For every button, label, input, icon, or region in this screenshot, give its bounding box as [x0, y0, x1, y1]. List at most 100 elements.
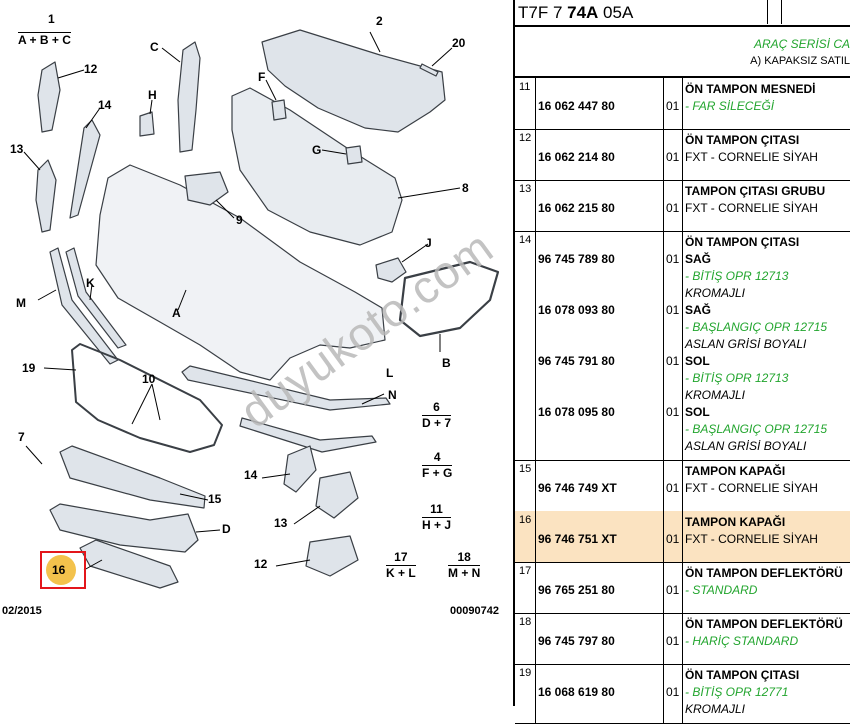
part-16-lower: [79, 539, 179, 589]
combo-18-number: 18: [448, 550, 481, 566]
combo-18-parts: M + N: [448, 566, 481, 580]
part-F-clip: [271, 99, 287, 121]
callout-D: D: [222, 522, 231, 536]
callout-14-upper: 14: [98, 98, 112, 112]
combo-17-number: 17: [386, 550, 416, 566]
description: TAMPON KAPAĞI: [685, 464, 786, 478]
callout-2: 2: [376, 14, 383, 28]
part-B-frame: [398, 260, 500, 338]
column-divider: [663, 78, 664, 129]
column-divider: [535, 511, 536, 562]
description: FXT - CORNELIE SİYAH: [685, 150, 818, 164]
series-subtitle: A) KAPAKSIZ SATIL: [750, 55, 850, 67]
description: ÖN TAMPON DEFLEKTÖRÜ: [685, 617, 843, 631]
column-divider: [682, 231, 683, 460]
description: - BAŞLANGIÇ OPR 12715: [685, 320, 828, 334]
description: ÖN TAMPON ÇITASI: [685, 668, 800, 682]
callout-14-lower: 14: [244, 468, 258, 482]
series-title: ARAÇ SERİSİ CA: [753, 37, 850, 51]
description: - BİTİŞ OPR 12713: [685, 269, 789, 283]
description: ÖN TAMPON ÇITASI: [685, 133, 800, 147]
row-index: 15: [519, 463, 532, 475]
column-divider: [535, 231, 536, 460]
part-19-frame: [71, 343, 223, 453]
column-divider: [663, 231, 664, 460]
description: - BAŞLANGIÇ OPR 12715: [685, 422, 828, 436]
parts-diagram: 1 A + B + C 2 20 C 12 F H 14 13 G 8 9 J …: [2, 12, 503, 617]
row-index: 19: [519, 667, 532, 679]
column-divider: [682, 460, 683, 511]
part-number: 16 062 214 80: [538, 150, 615, 164]
column-divider: [663, 180, 664, 231]
column-divider: [663, 460, 664, 511]
part-number: 16 062 447 80: [538, 99, 615, 113]
part-number: 16 068 619 80: [538, 685, 615, 699]
part-number: 96 745 791 80: [538, 354, 615, 368]
callout-12-upper: 12: [84, 62, 98, 76]
callout-B: B: [442, 356, 451, 370]
description: ASLAN GRİSİ BOYALI: [685, 439, 807, 453]
column-divider: [663, 562, 664, 613]
row-index: 14: [519, 234, 532, 246]
combo-11-number: 11: [422, 502, 452, 518]
callout-20: 20: [452, 36, 466, 50]
part-A-bumper: [95, 164, 386, 381]
callout-M: M: [16, 296, 26, 310]
callout-K: K: [86, 276, 95, 290]
quantity: 01: [666, 405, 680, 419]
description: SOL: [685, 354, 710, 368]
quantity: 01: [666, 481, 680, 495]
part-12-lower: [305, 535, 359, 577]
callout-A: A: [172, 306, 181, 320]
column-divider: [663, 511, 664, 562]
column-divider: [663, 129, 664, 180]
part-number: 16 062 215 80: [538, 201, 615, 215]
row-index: 17: [519, 565, 532, 577]
description: - STANDARD: [685, 583, 758, 597]
description: SAĞ: [685, 252, 712, 266]
description: ÖN TAMPON ÇITASI: [685, 235, 800, 249]
part-20-clip: [419, 63, 439, 77]
description: FXT - CORNELIE SİYAH: [685, 201, 818, 215]
part-8-grille: [231, 87, 403, 246]
table-subheader: ARAÇ SERİSİ CA A) KAPAKSIZ SATIL: [515, 25, 850, 78]
combo-4-number: 4: [422, 450, 453, 466]
callout-7: 7: [18, 430, 25, 444]
row-index: 11: [519, 81, 531, 93]
column-divider: [682, 664, 683, 723]
description: ÖN TAMPON MESNEDİ: [685, 82, 816, 96]
callout-12-lower: 12: [254, 557, 268, 571]
column-divider: [535, 78, 536, 129]
parts-table: T7F 7 74A 05A ARAÇ SERİSİ CA A) KAPAKSIZ…: [513, 0, 850, 724]
code-prefix: T7F 7: [518, 3, 568, 22]
callout-N: N: [388, 388, 397, 402]
quantity: 01: [666, 150, 680, 164]
column-divider: [682, 129, 683, 180]
table-header: T7F 7 74A 05A: [515, 0, 850, 27]
part-13-lower: [315, 471, 359, 519]
highlight-circle: [46, 555, 76, 585]
callout-10: 10: [142, 372, 156, 386]
code-suffix: 05A: [598, 3, 634, 22]
callout-16: 16: [52, 563, 66, 577]
part-14-strip: [69, 119, 101, 219]
quantity: 01: [666, 252, 680, 266]
part-15-grille: [59, 445, 206, 509]
part-number: 16 078 093 80: [538, 303, 615, 317]
part-number: 96 745 797 80: [538, 634, 615, 648]
part-14-side: [283, 445, 317, 493]
row-index: 18: [519, 616, 532, 628]
quantity: 01: [666, 634, 680, 648]
description: SOL: [685, 405, 710, 419]
quantity: 01: [666, 532, 680, 546]
column-divider: [663, 664, 664, 723]
